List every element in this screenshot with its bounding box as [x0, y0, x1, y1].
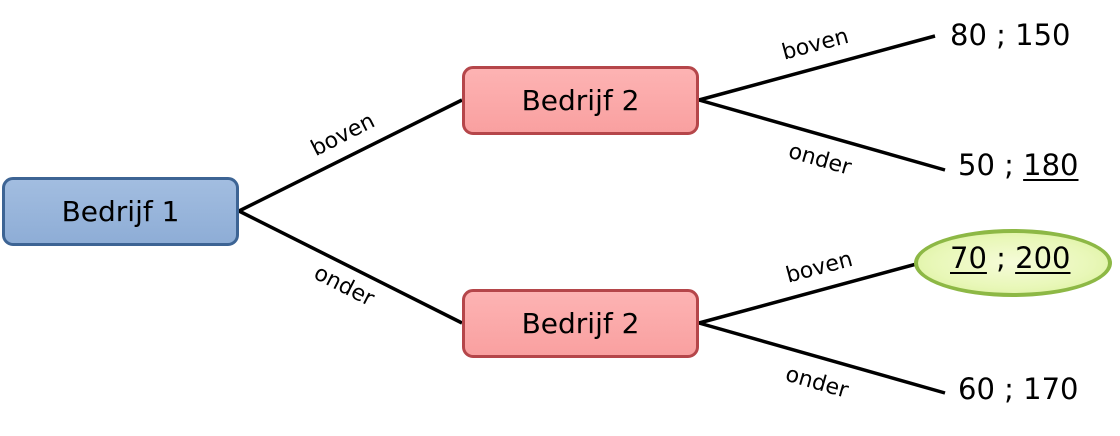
node-company-1-label: Bedrijf 1: [61, 195, 180, 228]
edge-bottom-up: [698, 257, 936, 325]
edge-root-top: [238, 98, 463, 213]
payoff-b: 150: [1015, 18, 1071, 52]
edge-label-bottom-down: onder: [783, 362, 852, 404]
payoff-a: 70: [950, 241, 987, 275]
payoff-separator: ;: [986, 241, 1016, 275]
edge-label-root-bottom: onder: [310, 261, 379, 313]
edge-root-bottom: [238, 209, 463, 325]
node-company-2-top: Bedrijf 2: [462, 66, 699, 135]
edge-label-top-up: boven: [779, 24, 851, 66]
payoff-a: 50: [958, 148, 995, 182]
payoff-a: 60: [958, 372, 995, 406]
payoff-separator: ;: [994, 148, 1024, 182]
edge-bottom-down: [698, 321, 946, 395]
edge-label-root-top: boven: [307, 109, 379, 162]
node-company-2-bottom: Bedrijf 2: [462, 289, 699, 358]
edge-top-down: [698, 98, 946, 172]
payoff-b: 200: [1015, 241, 1071, 275]
payoff-separator: ;: [986, 18, 1016, 52]
node-company-2-top-label: Bedrijf 2: [521, 84, 640, 117]
edge-top-up: [698, 34, 936, 102]
payoff-boven-onder: 50 ; 180: [958, 148, 1078, 182]
payoff-onder-onder: 60 ; 170: [958, 372, 1078, 406]
payoff-onder-boven: 70 ; 200: [950, 241, 1070, 275]
payoff-boven-boven: 80 ; 150: [950, 18, 1070, 52]
payoff-b: 170: [1023, 372, 1079, 406]
edge-label-top-down: onder: [786, 139, 855, 181]
payoff-a: 80: [950, 18, 987, 52]
node-company-2-bottom-label: Bedrijf 2: [521, 307, 640, 340]
node-company-1: Bedrijf 1: [2, 177, 239, 246]
payoff-separator: ;: [994, 372, 1024, 406]
equilibrium-highlight: [914, 229, 1112, 297]
payoff-b: 180: [1023, 148, 1079, 182]
